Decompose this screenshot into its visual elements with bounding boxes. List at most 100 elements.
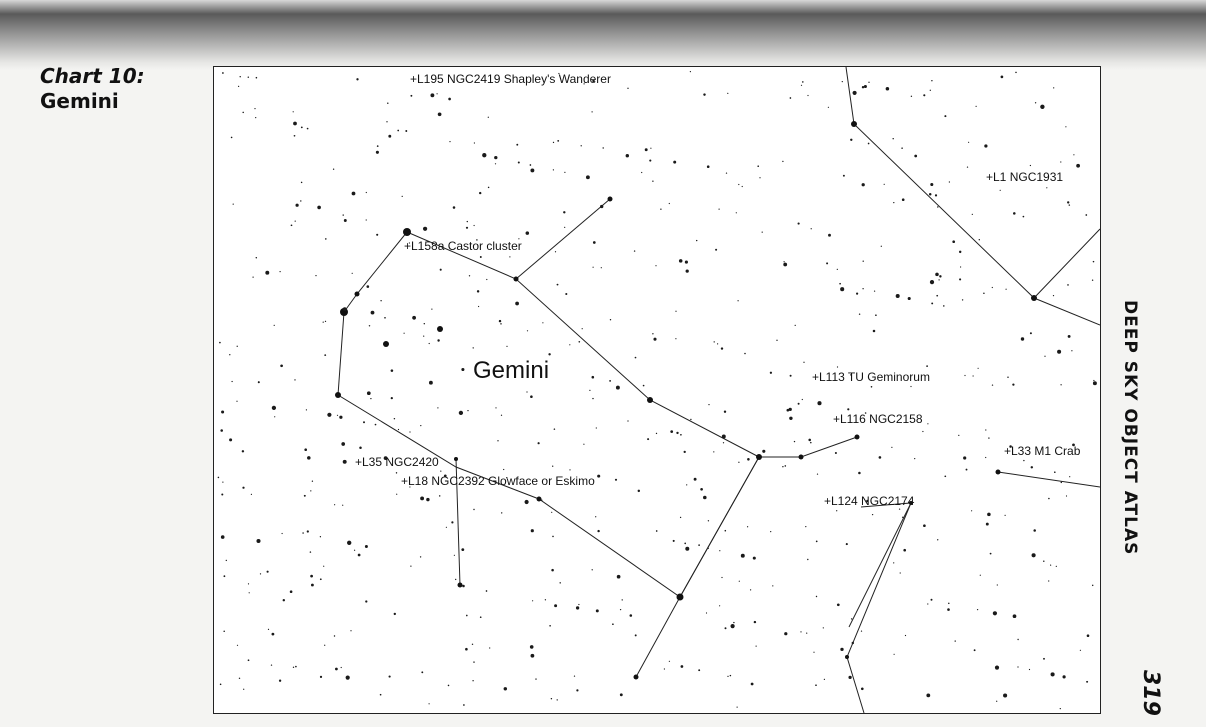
faint-star bbox=[324, 238, 327, 240]
faint-star bbox=[937, 539, 939, 541]
faint-star bbox=[420, 425, 422, 427]
faint-star bbox=[564, 171, 566, 174]
faint-star bbox=[342, 307, 347, 312]
faint-star bbox=[719, 550, 721, 552]
faint-star bbox=[991, 286, 993, 289]
faint-star bbox=[439, 268, 442, 271]
faint-star bbox=[482, 153, 487, 158]
faint-star bbox=[247, 659, 250, 662]
faint-star bbox=[826, 262, 829, 265]
faint-star bbox=[979, 574, 981, 576]
faint-star bbox=[423, 335, 425, 337]
faint-star bbox=[784, 632, 788, 636]
faint-star bbox=[592, 241, 596, 244]
faint-star bbox=[752, 556, 756, 560]
faint-star bbox=[977, 367, 979, 369]
faint-star bbox=[927, 603, 929, 605]
faint-star bbox=[600, 204, 604, 209]
faint-star bbox=[366, 391, 371, 396]
faint-star bbox=[634, 356, 637, 359]
faint-star bbox=[800, 84, 803, 86]
faint-star bbox=[472, 347, 474, 349]
bright-star bbox=[756, 454, 762, 460]
faint-star bbox=[627, 87, 629, 89]
faint-star bbox=[1034, 102, 1037, 104]
faint-star bbox=[223, 630, 225, 632]
faint-star bbox=[311, 480, 314, 482]
faint-star bbox=[271, 405, 277, 411]
bright-star bbox=[403, 228, 411, 236]
faint-star bbox=[700, 487, 703, 491]
faint-star bbox=[914, 458, 916, 460]
faint-star bbox=[503, 687, 508, 691]
faint-star bbox=[327, 412, 332, 417]
faint-star bbox=[310, 583, 314, 587]
faint-star bbox=[535, 678, 537, 680]
faint-star bbox=[278, 679, 282, 682]
faint-star bbox=[410, 94, 413, 97]
faint-star bbox=[529, 164, 532, 166]
bright-star bbox=[454, 457, 458, 461]
faint-star bbox=[347, 540, 352, 545]
faint-star bbox=[964, 374, 966, 377]
faint-star bbox=[895, 293, 900, 299]
faint-star bbox=[708, 403, 710, 406]
faint-star bbox=[1048, 580, 1050, 582]
faint-star bbox=[1068, 204, 1071, 206]
faint-star bbox=[1067, 284, 1069, 286]
faint-star bbox=[294, 220, 296, 222]
faint-star bbox=[655, 265, 657, 267]
faint-star bbox=[541, 499, 543, 501]
faint-star bbox=[563, 211, 566, 214]
faint-star bbox=[801, 398, 803, 401]
faint-star bbox=[552, 465, 554, 467]
faint-star bbox=[923, 524, 926, 528]
faint-star bbox=[266, 570, 269, 573]
faint-star bbox=[310, 574, 313, 578]
faint-star bbox=[368, 325, 371, 327]
faint-star bbox=[219, 341, 221, 344]
faint-star bbox=[723, 410, 727, 413]
constellation-line bbox=[846, 502, 912, 713]
faint-star bbox=[500, 323, 502, 325]
faint-star bbox=[808, 438, 811, 442]
faint-star bbox=[1079, 649, 1081, 651]
faint-star bbox=[609, 319, 612, 321]
faint-star bbox=[944, 115, 947, 118]
faint-star bbox=[509, 256, 511, 258]
faint-star bbox=[465, 614, 468, 617]
faint-star bbox=[220, 535, 225, 539]
object-label-l35: +L35 NGC2420 bbox=[355, 455, 439, 469]
faint-star bbox=[827, 106, 830, 108]
faint-star bbox=[537, 442, 540, 445]
faint-star bbox=[867, 142, 870, 145]
faint-star bbox=[517, 161, 520, 164]
faint-star bbox=[1012, 614, 1017, 619]
faint-star bbox=[928, 192, 932, 196]
faint-star bbox=[366, 285, 370, 288]
faint-star bbox=[370, 397, 372, 400]
faint-star bbox=[655, 530, 658, 532]
faint-star bbox=[395, 472, 398, 474]
faint-star bbox=[420, 496, 425, 501]
faint-star bbox=[472, 680, 474, 682]
faint-star bbox=[847, 408, 850, 411]
faint-star bbox=[241, 450, 245, 453]
faint-star bbox=[428, 380, 433, 385]
faint-star bbox=[530, 395, 533, 398]
faint-star bbox=[972, 375, 974, 377]
faint-star bbox=[583, 83, 585, 85]
faint-star bbox=[1030, 466, 1034, 469]
faint-star bbox=[390, 396, 393, 400]
faint-star bbox=[845, 543, 848, 546]
faint-star bbox=[715, 248, 718, 251]
faint-star bbox=[1069, 476, 1071, 478]
faint-star bbox=[753, 620, 757, 624]
faint-star bbox=[789, 374, 792, 377]
faint-star bbox=[960, 266, 962, 268]
constellation-line bbox=[406, 231, 760, 458]
faint-star bbox=[813, 651, 815, 653]
faint-star bbox=[497, 440, 499, 442]
faint-star bbox=[495, 407, 497, 409]
faint-star bbox=[236, 400, 238, 402]
